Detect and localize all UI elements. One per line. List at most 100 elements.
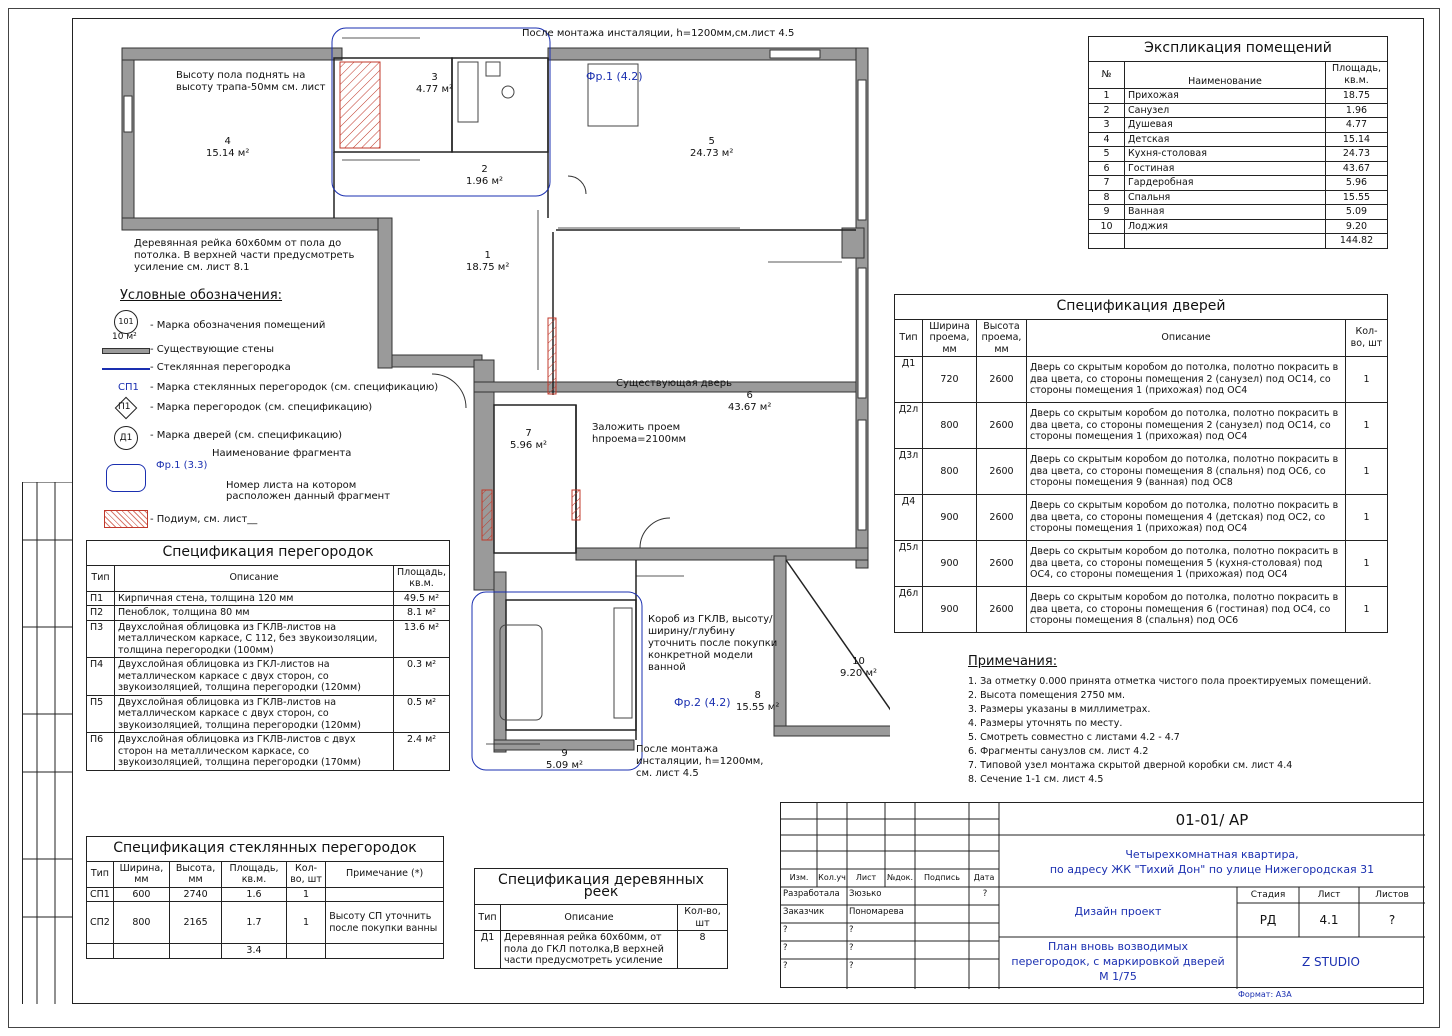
- note-item: 4. Размеры уточнять по месту.: [968, 718, 1123, 729]
- legend-podium: - Подиум, см. лист__: [150, 514, 258, 525]
- floor-raise-note: Высоту пола поднять на высоту трапа-50мм…: [176, 70, 326, 93]
- stamp-role: ?: [783, 925, 788, 935]
- glass-swatch: [102, 368, 150, 370]
- note-item: 2. Высота помещения 2750 мм.: [968, 690, 1126, 701]
- partitions-table-title: Спецификация перегородок: [86, 540, 450, 566]
- format-label: Формат: А3А: [1238, 990, 1292, 999]
- door-mark-symbol: Д1: [114, 426, 138, 450]
- document-code: 01-01/ АР: [1175, 811, 1249, 829]
- floor-plan: [121, 27, 890, 771]
- top-install-note: После монтажа инсталяции, h=1200мм,см.ли…: [522, 28, 795, 39]
- stamp-col-header: №док.: [886, 873, 914, 882]
- stamp-role: ?: [783, 961, 788, 971]
- stamp-col-header: Изм.: [789, 873, 809, 882]
- glass-table-title: Спецификация стеклянных перегородок: [86, 836, 444, 862]
- note-item: 1. За отметку 0.000 принята отметка чист…: [968, 676, 1372, 687]
- stamp-date: ?: [982, 889, 988, 899]
- notes-list: 1. За отметку 0.000 принята отметка чист…: [968, 675, 1408, 787]
- legend-door-mark: - Марка дверей (см. спецификацию): [150, 430, 343, 441]
- stamp-col-header: Кол.уч: [818, 873, 846, 882]
- stamp-col-header: Лист: [855, 873, 877, 882]
- binding-strip: [22, 482, 73, 1004]
- wood-slat-note: Деревянная рейка 60х60мм от пола до пото…: [134, 238, 355, 273]
- stamp-role: Заказчик: [783, 907, 825, 917]
- note-item: 6. Фрагменты санузлов см. лист 4.2: [968, 746, 1149, 757]
- room-mark-symbol: 101: [114, 310, 138, 334]
- stamp-person: ?: [849, 961, 854, 971]
- room-mark-area: 10 м²: [112, 332, 137, 342]
- sheets-value: ?: [1388, 913, 1396, 927]
- sheet-value: 4.1: [1319, 913, 1339, 927]
- sheet-title: План вновь возводимых перегородок, с мар…: [1011, 940, 1225, 983]
- stamp-role: ?: [783, 943, 788, 953]
- sheet-header: Лист: [1317, 890, 1341, 900]
- fragment-1-label: Фр.1 (4.2): [586, 70, 643, 83]
- notes-title: Примечания:: [968, 654, 1058, 669]
- legend-partition-mark: - Марка перегородок (см. спецификацию): [150, 402, 373, 413]
- legend-fragment-sheet: Номер листа на котором расположен данный…: [226, 480, 391, 502]
- legend-walls: - Существующие стены: [150, 344, 274, 355]
- legend-title: Условные обозначения:: [120, 288, 283, 303]
- bath-box-note: Короб из ГКЛВ, высоту/ширину/глубину уто…: [648, 614, 778, 673]
- legend: Условные обозначения: 101 10 м² - Марка …: [100, 288, 480, 528]
- legend-glass: - Стеклянная перегородка: [150, 362, 291, 373]
- stamp-col-header: Дата: [973, 873, 995, 882]
- legend-sp1-symbol: СП1: [118, 382, 139, 393]
- partitions-table: Спецификация перегородок Тип Описание Пл…: [86, 540, 450, 771]
- legend-p1-symbol: П1: [118, 402, 131, 412]
- stamp-person: Зюзько: [849, 889, 882, 899]
- stamp-person: Пономарева: [849, 907, 904, 917]
- legend-fragment-label: Фр.1 (3.3): [156, 460, 208, 471]
- rooms-total: 144.82: [1325, 233, 1388, 249]
- existing-door-note: Существующая дверь: [616, 378, 732, 389]
- stage-value: РД: [1259, 913, 1277, 927]
- stage-title: Дизайн проект: [1074, 905, 1162, 918]
- doors-table-title: Спецификация дверей: [894, 294, 1388, 320]
- wood-table-title: Спецификация деревянных реек: [474, 868, 728, 905]
- legend-fragment-name: Наименование фрагмента: [212, 448, 352, 459]
- sheet-outer-frame: [8, 8, 1440, 1028]
- stamp-person: ?: [849, 943, 854, 953]
- rooms-table-title: Экспликация помещений: [1088, 36, 1388, 62]
- fragment-symbol: [106, 464, 146, 492]
- sheet-inner-frame: [72, 18, 1424, 1004]
- company-name: Z STUDIO: [1302, 955, 1360, 969]
- rooms-table: Экспликация помещений № Наименование Пло…: [1088, 36, 1388, 249]
- project-title: Четырехкомнатная квартира, по адресу ЖК …: [1049, 848, 1375, 876]
- glass-total: 3.4: [221, 943, 287, 959]
- legend-glass-mark: - Марка стеклянных перегородок (см. спец…: [150, 382, 439, 393]
- notes: Примечания: 1. За отметку 0.000 принята …: [968, 654, 1408, 787]
